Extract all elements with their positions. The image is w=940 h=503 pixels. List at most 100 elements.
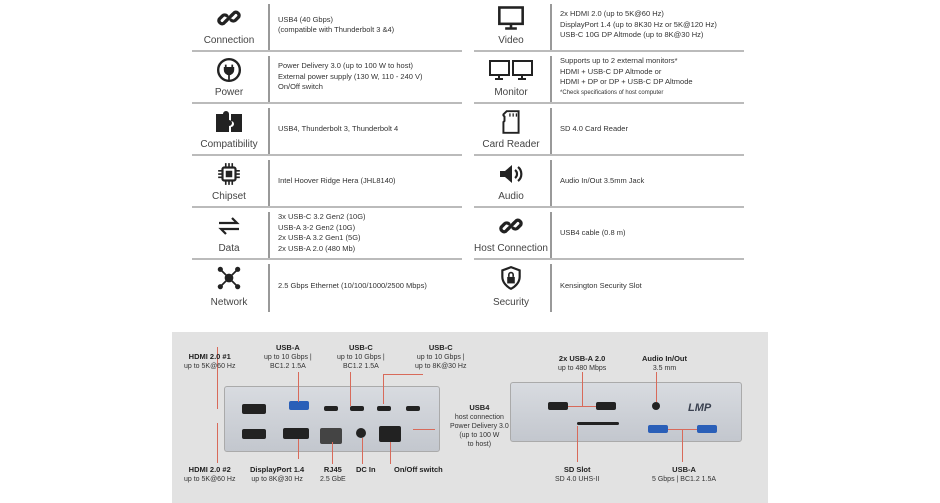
- shield-lock-icon: [474, 264, 548, 292]
- callout-sub: Power Delivery 3.0: [450, 423, 509, 430]
- divider: [550, 56, 552, 102]
- spec-line: USB-C 10G DP Altmode (up to 8K@30 Hz): [560, 30, 704, 40]
- callout-sub: up to 5K@60 Hz: [184, 476, 236, 483]
- divider: [550, 212, 552, 258]
- callout-sub: up to 480 Mbps: [558, 365, 607, 372]
- spec-note: *Check specifications of host computer: [560, 89, 664, 96]
- spec-line: 3x USB-C 3.2 Gen2 (10G): [278, 212, 366, 221]
- spec-line: USB4, Thunderbolt 3, Thunderbolt 4: [278, 123, 399, 133]
- audio-jack: [652, 402, 660, 410]
- hdmi-port-2: [242, 429, 266, 439]
- spec-label: Power: [214, 87, 244, 98]
- callout-usb-a: USB-A up to 10 Gbps | BC1.2 1.5A: [264, 343, 312, 371]
- divider: [550, 108, 552, 154]
- divider: [268, 160, 270, 206]
- spec-label: Card Reader: [482, 139, 540, 150]
- spec-value: Supports up to 2 external monitors*HDMI …: [560, 52, 693, 102]
- spec-line: 2x HDMI 2.0 (up to 5K@60 Hz): [560, 9, 664, 19]
- callout-sub: to host): [467, 441, 492, 448]
- divider: [268, 264, 270, 312]
- callout-sub: up to 10 Gbps |: [264, 354, 312, 361]
- callout-title: 2x USB-A 2.0: [558, 354, 606, 363]
- brand-logo: LMP: [688, 402, 712, 414]
- spec-table-left: Connection USB4 (40 Gbps)(compatible with…: [192, 0, 462, 312]
- spec-value: 2.5 Gbps Ethernet (10/100/1000/2500 Mbps…: [278, 260, 427, 312]
- spec-line: 2x USB-A 2.0 (480 Mb): [278, 243, 356, 253]
- spec-label: Security: [492, 297, 530, 308]
- callout-title: On/Off switch: [394, 465, 443, 474]
- link-icon: [192, 4, 266, 32]
- callout-sub: host connection: [454, 414, 504, 421]
- callout-on-off: On/Off switch: [394, 465, 443, 475]
- spec-row: Power Power Delivery 3.0 (up to 100 W to …: [192, 52, 462, 104]
- network-icon: [192, 264, 266, 292]
- displayport: [283, 428, 309, 439]
- spec-value: Intel Hoover Ridge Hera (JHL8140): [278, 156, 396, 206]
- callout-title: HDMI 2.0 #2: [188, 465, 231, 474]
- callout-sub: up to 8K@30 Hz: [251, 476, 303, 483]
- chip-icon: [192, 160, 266, 188]
- spec-line: 2.5 Gbps Ethernet (10/100/1000/2500 Mbps…: [278, 280, 427, 290]
- callout-sub: up to 5K@60 Hz: [184, 363, 236, 370]
- spec-label: Monitor: [494, 87, 528, 98]
- callout-title: USB-C: [428, 343, 453, 352]
- spec-line: DisplayPort 1.4 (up to 8K30 Hz or 5K@120…: [560, 19, 717, 29]
- callout-title: RJ45: [323, 465, 342, 474]
- callout-title: USB-A: [276, 343, 300, 352]
- spec-label: Audio: [498, 191, 524, 202]
- spec-label: Connection: [203, 35, 255, 46]
- spec-line: USB4 (40 Gbps): [278, 14, 334, 24]
- spec-line: (compatible with Thunderbolt 3 &4): [278, 25, 395, 34]
- callout-sub: 3.5 mm: [652, 365, 677, 372]
- spec-line: Intel Hoover Ridge Hera (JHL8140): [278, 175, 396, 185]
- spec-line: Supports up to 2 external monitors*: [560, 56, 678, 65]
- usb-a-2-port-1: [548, 402, 568, 410]
- spec-value: USB4 cable (0.8 m): [560, 208, 625, 258]
- spec-line: On/Off switch: [278, 82, 323, 92]
- spec-label: Host Connection: [474, 243, 548, 254]
- monitor-icon: [474, 4, 548, 32]
- spec-line: 2x USB-A 3.2 Gen1 (5G): [278, 233, 361, 242]
- callout-sub: BC1.2 1.5A: [269, 363, 306, 370]
- callout-title: USB4: [469, 403, 490, 412]
- spec-value: 3x USB-C 3.2 Gen2 (10G)USB-A 3-2 Gen2 (1…: [278, 208, 366, 258]
- spec-line: Kensington Security Slot: [560, 280, 642, 290]
- callout-sub: up to 8K@30 Hz: [415, 363, 467, 370]
- usb-a-5g-port-2: [697, 425, 717, 433]
- sd-slot: [577, 422, 619, 425]
- usb-a-5g-port-1: [648, 425, 668, 433]
- sd-card-icon: [474, 108, 548, 136]
- callout-sub: up to 10 Gbps |: [416, 354, 465, 361]
- dual-monitor-icon: [474, 56, 548, 84]
- spec-row: Monitor Supports up to 2 external monitor…: [474, 52, 744, 104]
- callout-sub: BC1.2 1.5A: [342, 363, 379, 370]
- spec-row: Security Kensington Security Slot: [474, 260, 744, 312]
- spec-value: Power Delivery 3.0 (up to 100 W to host)…: [278, 52, 423, 102]
- divider: [550, 4, 552, 50]
- spec-row: Connection USB4 (40 Gbps)(compatible with…: [192, 0, 462, 52]
- spec-row: Host Connection USB4 cable (0.8 m): [474, 208, 744, 260]
- callout-usb-c-2: USB-C up to 10 Gbps | up to 8K@30 Hz: [415, 343, 466, 371]
- callout-sub: up to 10 Gbps |: [337, 354, 385, 361]
- callout-title: USB-A: [672, 465, 696, 474]
- callout-dc-in: DC In: [356, 465, 376, 475]
- callout-title: DisplayPort 1.4: [250, 465, 305, 474]
- divider: [268, 212, 270, 258]
- spec-label: Network: [210, 297, 248, 308]
- divider: [268, 56, 270, 102]
- spec-value: Kensington Security Slot: [560, 260, 642, 312]
- usb-c-port-2: [350, 406, 364, 411]
- usb-c-port-1: [324, 406, 338, 411]
